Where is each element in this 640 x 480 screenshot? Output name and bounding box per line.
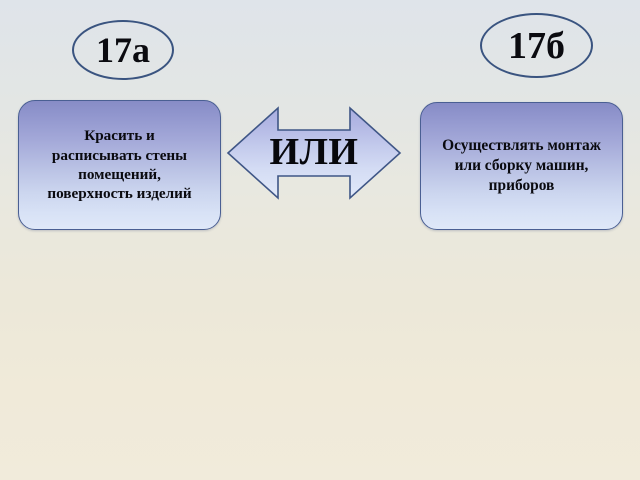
badge-label-17b: 17б	[508, 24, 565, 67]
badge-label-17a: 17а	[96, 30, 150, 70]
connector-double-arrow: ИЛИ	[226, 102, 402, 204]
option-box-right[interactable]: Осуществлять монтаж или сборку машин, пр…	[420, 102, 623, 230]
option-right-text: Осуществлять монтаж или сборку машин, пр…	[442, 137, 601, 194]
connector-label: ИЛИ	[269, 131, 359, 173]
option-box-left[interactable]: Красить и расписывать стены помещений, п…	[18, 100, 221, 230]
badge-oval-17a: 17а	[72, 20, 174, 80]
badge-oval-17b: 17б	[480, 13, 593, 78]
double-arrow-icon	[226, 106, 402, 200]
option-left-text: Красить и расписывать стены помещений, п…	[47, 127, 192, 203]
